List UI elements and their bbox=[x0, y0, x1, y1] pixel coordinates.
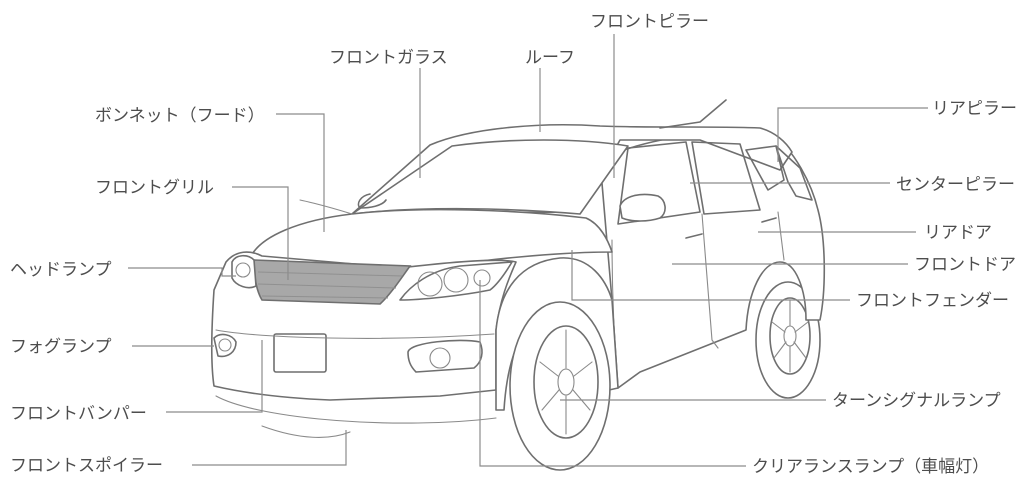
front-side-window bbox=[617, 141, 701, 225]
part-labels: フロントピラー フロントガラス ルーフ ボンネット（フード） リアピラー センタ… bbox=[10, 12, 1017, 477]
leader-front-fender bbox=[571, 250, 850, 301]
label-center-pillar: センターピラー bbox=[896, 175, 1015, 195]
rear-side-window bbox=[691, 141, 761, 215]
label-fog-lamp: フォグランプ bbox=[10, 337, 112, 357]
leader-front-spoiler bbox=[192, 430, 347, 466]
side-mirror bbox=[619, 193, 666, 222]
fog-lamp-right bbox=[407, 339, 483, 373]
leader-headlamp bbox=[128, 267, 236, 277]
car-illustration bbox=[210, 99, 826, 471]
label-front-fender: フロントフェンダー bbox=[856, 291, 1009, 311]
fog-lamp-left bbox=[213, 333, 237, 358]
label-front-pillar: フロントピラー bbox=[590, 12, 709, 32]
leader-front-bumper bbox=[166, 340, 263, 413]
label-front-door: フロントドア bbox=[914, 255, 1016, 275]
label-front-grille: フロントグリル bbox=[95, 178, 214, 198]
label-windshield: フロントガラス bbox=[329, 48, 448, 68]
leader-front-grille bbox=[232, 186, 289, 280]
front-wheel bbox=[509, 301, 611, 471]
label-clearance-lamp: クリアランスランプ（車幅灯） bbox=[752, 457, 989, 477]
label-front-spoiler: フロントスポイラー bbox=[10, 456, 163, 476]
label-rear-pillar: リアピラー bbox=[932, 99, 1017, 119]
label-headlamp: ヘッドランプ bbox=[10, 260, 112, 280]
leader-bonnet bbox=[276, 113, 325, 232]
headlamp-right bbox=[399, 261, 513, 301]
leader-clearance-lamp bbox=[479, 280, 746, 467]
label-roof: ルーフ bbox=[525, 48, 575, 68]
rear-wheel bbox=[755, 281, 821, 399]
label-turn-signal: ターンシグナルランプ bbox=[832, 391, 1001, 411]
leader-rear-pillar bbox=[777, 107, 928, 162]
headlamp-left bbox=[231, 254, 257, 289]
license-plate bbox=[273, 333, 327, 373]
leader-lines bbox=[128, 34, 928, 467]
label-rear-door: リアドア bbox=[924, 223, 992, 243]
label-bonnet: ボンネット（フード） bbox=[95, 106, 265, 126]
label-front-bumper: フロントバンパー bbox=[10, 404, 147, 424]
